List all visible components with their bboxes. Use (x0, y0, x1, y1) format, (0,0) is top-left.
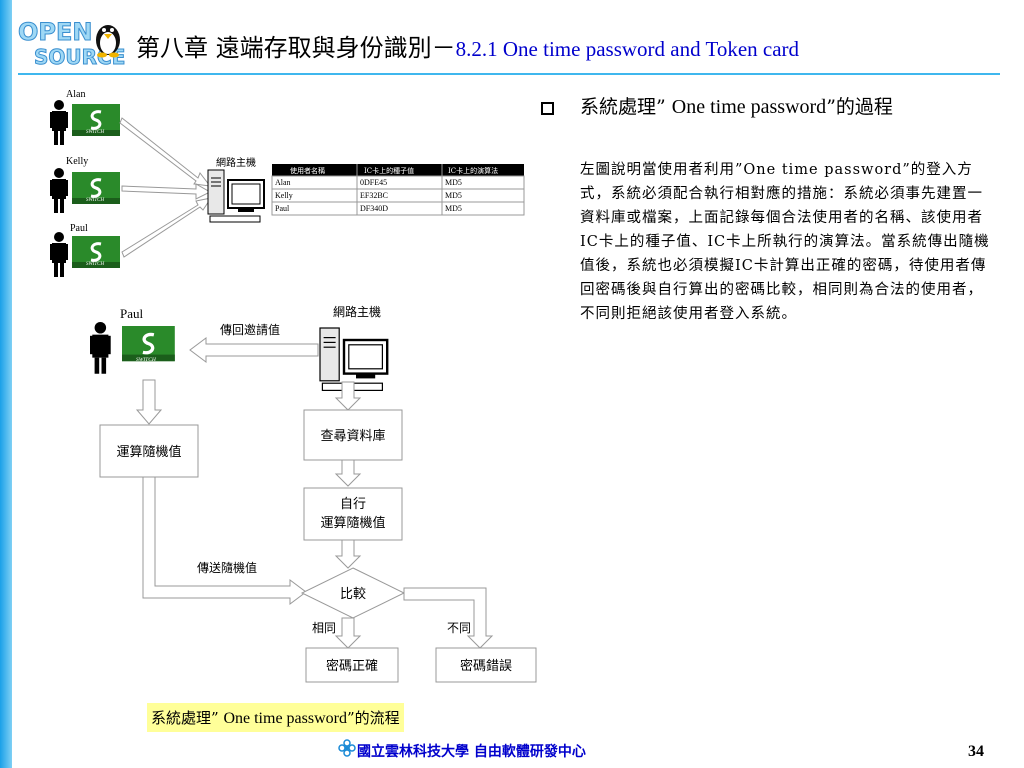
page-title: 第八章 遠端存取與身份識別－8.2.1 One time password an… (136, 28, 799, 63)
table-cell: EF32BC (360, 191, 388, 200)
table-cell: Kelly (275, 191, 293, 200)
different-label: 不同 (447, 621, 471, 635)
challenge-arrow: 傳回邀請值 (189, 322, 319, 363)
svg-text:運算隨機值: 運算隨機值 (116, 444, 181, 460)
user-figure-alan: Alan SWITCH (50, 89, 122, 145)
svg-text:OPEN: OPEN (18, 18, 92, 46)
figure-caption: 系統處理” One time password”的流程 (147, 703, 404, 732)
branch-arrows (334, 587, 494, 649)
svg-text:密碼錯誤: 密碼錯誤 (460, 658, 512, 674)
left-accent-bar (0, 0, 12, 768)
svg-text:自行: 自行 (340, 497, 366, 512)
table-cell: MD5 (445, 178, 462, 187)
table-cell: DF340D (360, 204, 388, 213)
box-password-wrong: 密碼錯誤 (435, 647, 537, 683)
table-header-name: 使用者名稱 (290, 166, 325, 175)
user-table: 使用者名稱 IC卡上的種子值 IC卡上的演算法 Alan 0DFE45 MD5 … (271, 164, 525, 216)
flow-user-label: Paul (120, 306, 144, 321)
user-figure-paul: Paul SWITCH (50, 223, 122, 277)
description-text: 左圖說明當使用者利用”One time password”的登入方式，系統必須配… (580, 162, 990, 322)
box-compute-random: 運算隨機值 (99, 424, 199, 478)
send-random-label: 傳送隨機值 (197, 560, 257, 575)
title-divider (18, 73, 1000, 75)
network-host-flow: 網路主機 (318, 304, 389, 392)
network-host-top: 網路主機 (207, 156, 265, 223)
table-cell: 0DFE45 (360, 178, 387, 187)
bullet-square-icon (541, 102, 554, 115)
table-cell: Paul (275, 204, 290, 213)
title-english: 8.2.1 One time password and Token card (455, 37, 800, 61)
table-cell: MD5 (445, 191, 462, 200)
compare-diamond: 比較 (300, 567, 406, 619)
send-random-arrow: 傳送隨機值 (142, 476, 307, 605)
title-chinese: 第八章 遠端存取與身份識別－ (136, 34, 456, 62)
svg-text:密碼正確: 密碼正確 (326, 658, 378, 674)
same-label: 相同 (312, 621, 336, 635)
challenge-label: 傳回邀請值 (220, 322, 280, 337)
host-label-flow: 網路主機 (333, 304, 381, 319)
footer-organization: 國立雲林科技大學 自由軟體研發中心 (357, 744, 586, 760)
table-header-seed: IC卡上的種子值 (364, 166, 414, 175)
user-label-alan: Alan (66, 89, 85, 100)
svg-text:比較: 比較 (340, 587, 366, 602)
flower-logo-icon (338, 739, 356, 757)
box-self-compute: 自行 運算隨機值 (303, 487, 403, 541)
user-label-paul: Paul (70, 223, 88, 234)
down-arrows (135, 379, 362, 569)
box-password-correct: 密碼正確 (305, 647, 399, 683)
flow-user-paul: Paul SWITCH (90, 306, 177, 374)
table-header-algo: IC卡上的演算法 (448, 166, 498, 175)
svg-text:SWITCH: SWITCH (136, 357, 157, 363)
user-label-kelly: Kelly (66, 156, 88, 167)
user-figure-kelly: Kelly SWITCH (50, 156, 122, 213)
table-cell: Alan (275, 178, 291, 187)
page-number: 34 (968, 743, 984, 760)
box-query-db: 查尋資料庫 (303, 409, 403, 461)
table-cell: MD5 (445, 204, 462, 213)
svg-text:運算隨機值: 運算隨機值 (320, 515, 385, 531)
svg-text:SWITCH: SWITCH (86, 262, 104, 267)
bullet-heading: 系統處理” One time password”的過程 (580, 96, 893, 118)
connection-arrows (119, 117, 213, 258)
svg-text:查尋資料庫: 查尋資料庫 (320, 429, 385, 444)
host-label-top: 網路主機 (216, 156, 256, 169)
open-source-logo: OPEN SOURCE (18, 18, 126, 69)
svg-text:SWITCH: SWITCH (86, 198, 104, 203)
svg-text:SWITCH: SWITCH (86, 130, 104, 135)
